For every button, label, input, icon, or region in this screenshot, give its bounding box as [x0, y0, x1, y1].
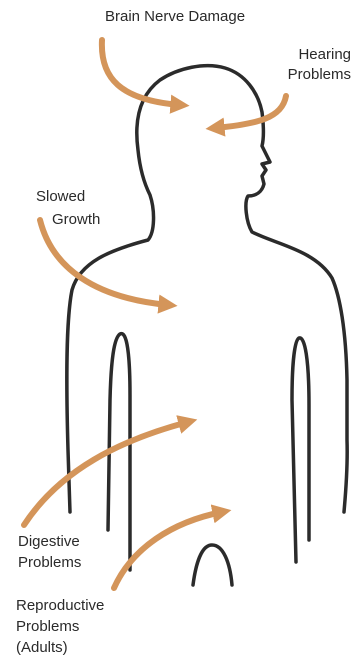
brain-nerve-damage-label: Brain Nerve Damage [105, 8, 245, 26]
digestive-arrow [24, 422, 188, 525]
brain-arrow [102, 40, 180, 105]
hearing-arrow [215, 96, 286, 128]
hearing-problems-label-line1: Hearing [298, 46, 351, 64]
digestive-problems-label-line1: Digestive [18, 533, 80, 551]
slowed-growth-label-line2: Growth [52, 211, 100, 229]
right-inner-arm [292, 338, 309, 562]
reproductive-problems-label-line1: Reproductive [16, 597, 104, 615]
slowed-growth-label-line1: Slowed [36, 188, 85, 206]
digestive-problems-label-line2: Problems [18, 554, 81, 572]
reproductive-problems-label-line2: Problems [16, 618, 79, 636]
hearing-problems-label-line2: Problems [288, 66, 351, 84]
reproductive-problems-label-line3: (Adults) [16, 639, 68, 657]
crotch-outline [193, 545, 232, 585]
growth-arrow [40, 220, 168, 305]
